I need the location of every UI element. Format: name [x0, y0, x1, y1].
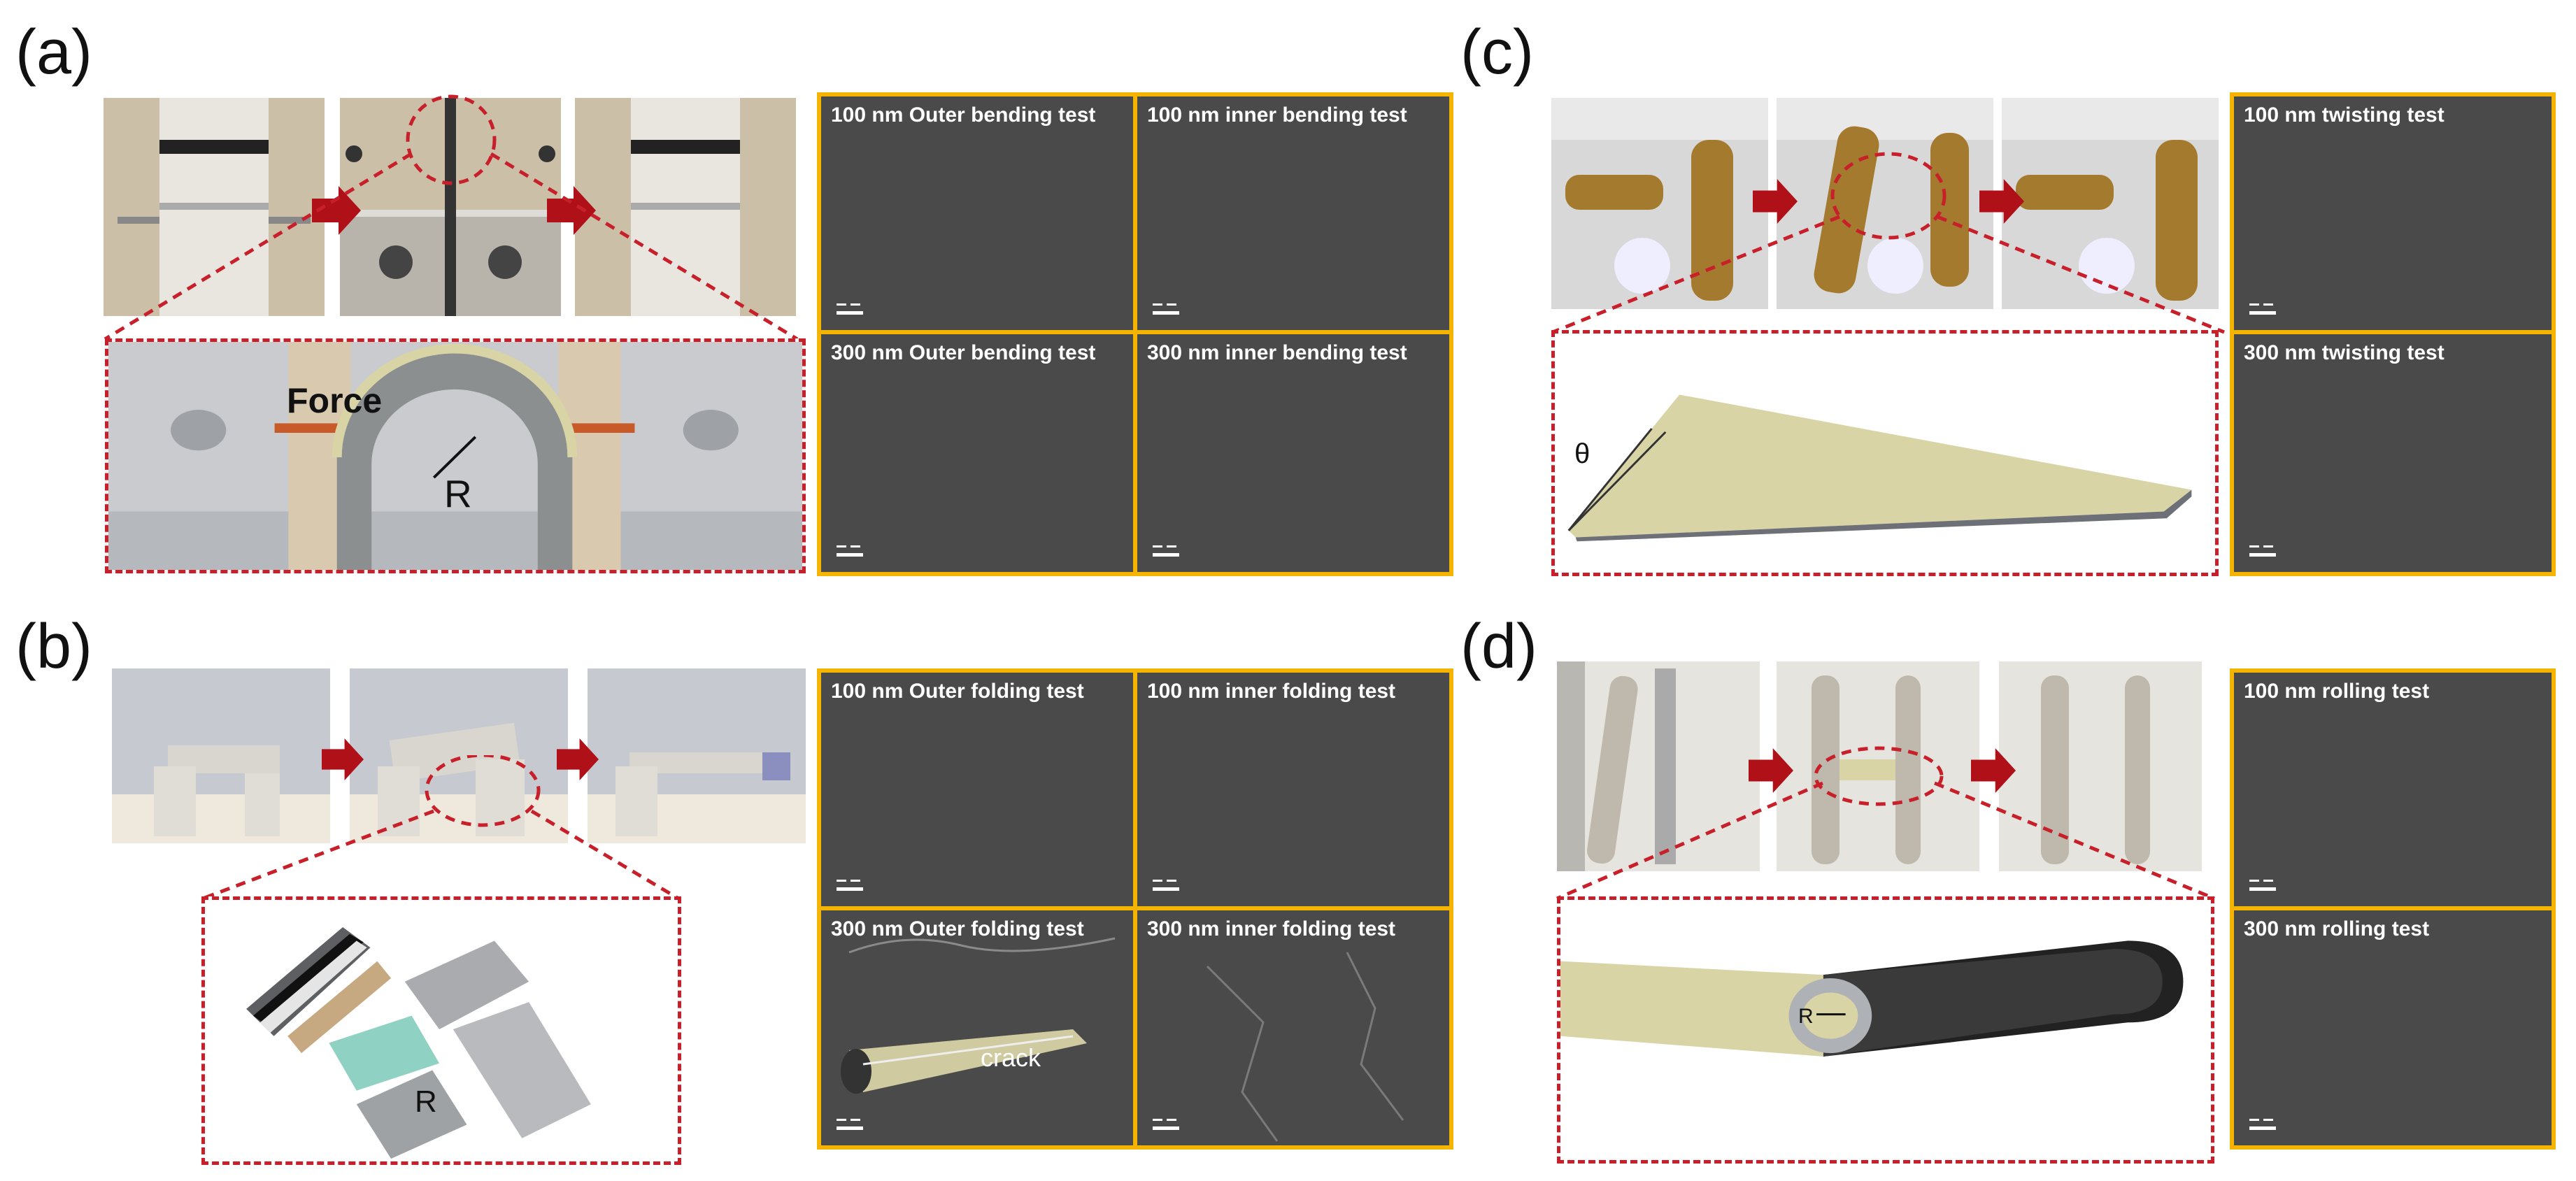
folding-photo-1 — [112, 668, 330, 843]
arrow-right-icon — [1753, 179, 1798, 224]
sem-image: 100 nm inner folding test — [1137, 673, 1449, 906]
rolling-photo-2 — [1777, 661, 1979, 871]
sem-image: 300 nm twisting test — [2234, 334, 2552, 572]
sem-image: 100 nm Outer folding test — [821, 673, 1133, 906]
arrow-right-icon — [1979, 179, 2024, 224]
panel-label-c: (c) — [1460, 17, 1534, 87]
force-label: Force — [287, 381, 383, 420]
arrow-right-icon — [557, 738, 599, 780]
sem-caption: 300 nm rolling test — [2244, 917, 2430, 940]
rolling-zoom-box: R — [1557, 896, 2214, 1164]
arrow-right-icon — [322, 738, 364, 780]
scale-bar — [1153, 545, 1179, 557]
scale-bar — [2249, 303, 2276, 315]
sem-caption: 300 nm twisting test — [2244, 341, 2445, 364]
sem-caption: 100 nm inner folding test — [1147, 680, 1396, 703]
sem-image: 100 nm twisting test — [2234, 96, 2552, 330]
scale-bar — [837, 303, 863, 315]
sem-caption: 100 nm Outer bending test — [831, 103, 1096, 127]
bending-photo-3 — [575, 98, 796, 316]
crack-label: crack — [981, 1043, 1041, 1072]
scale-bar — [1153, 303, 1179, 315]
folding-zoom-box: R — [201, 896, 681, 1165]
sem-caption: 100 nm inner bending test — [1147, 103, 1407, 127]
sem-image: 300 nm Outer bending test — [821, 334, 1133, 572]
folding-photo-2 — [350, 668, 568, 843]
panel-label-a: (a) — [15, 17, 92, 87]
sem-caption: 300 nm inner bending test — [1147, 341, 1407, 364]
sem-caption: 300 nm Outer bending test — [831, 341, 1096, 364]
rolling-photo-1 — [1557, 661, 1760, 871]
twisting-zoom-box: θ — [1551, 330, 2219, 576]
arrow-right-icon — [547, 186, 596, 235]
sem-image: 300 nm inner bending test — [1137, 334, 1449, 572]
scale-bar — [2249, 880, 2276, 891]
scale-bar — [2249, 545, 2276, 557]
bending-photo-1 — [104, 98, 325, 316]
zoom-lines — [1552, 152, 2225, 334]
radius-label: R — [415, 1085, 437, 1119]
rolling-photo-3 — [1999, 661, 2202, 871]
sem-caption: 100 nm twisting test — [2244, 103, 2445, 127]
arrow-right-icon — [1749, 748, 1793, 793]
sem-caption: 100 nm Outer folding test — [831, 680, 1084, 703]
panel-label-b: (b) — [15, 612, 92, 682]
zoom-lines — [202, 755, 680, 901]
sem-caption: 300 nm Outer folding test — [831, 917, 1084, 940]
twisting-photo-1 — [1551, 98, 1768, 309]
arrow-right-icon — [1971, 748, 2016, 793]
arrow-right-icon — [312, 186, 361, 235]
panel-label-d: (d) — [1460, 612, 1537, 682]
bending-photo-2 — [340, 98, 561, 316]
sem-image: 100 nm Outer bending test — [821, 96, 1133, 330]
scale-bar — [837, 880, 863, 891]
theta-label: θ — [1574, 438, 1591, 469]
scale-bar — [1153, 880, 1179, 891]
zoom-lines — [1556, 746, 2215, 901]
sem-caption: 300 nm inner folding test — [1147, 917, 1396, 940]
twisting-photo-2 — [1777, 98, 1993, 309]
sem-image: 300 nm inner folding test — [1137, 910, 1449, 1145]
twisting-photo-3 — [2002, 98, 2219, 309]
sem-image: 100 nm inner bending test — [1137, 96, 1449, 330]
radius-label: R — [444, 472, 472, 515]
twisting-sem-grid: 100 nm twisting test 300 nm twisting tes… — [2230, 92, 2556, 576]
rolling-sem-grid: 100 nm rolling test 300 nm rolling test — [2230, 668, 2556, 1150]
scale-bar — [837, 545, 863, 557]
folding-photo-3 — [588, 668, 806, 843]
zoom-lines — [104, 94, 799, 341]
bending-zoom-box: Force R — [105, 338, 806, 573]
scale-bar — [2249, 1119, 2276, 1130]
sem-caption: 100 nm rolling test — [2244, 680, 2430, 703]
scale-bar — [1153, 1119, 1179, 1130]
radius-label: R — [1798, 1005, 1814, 1028]
folding-sem-grid: 100 nm Outer folding test 100 nm inner f… — [817, 668, 1453, 1150]
bending-sem-grid: 100 nm Outer bending test 100 nm inner b… — [817, 92, 1453, 576]
sem-image: 100 nm rolling test — [2234, 673, 2552, 906]
scale-bar — [837, 1119, 863, 1130]
sem-image: 300 nm Outer folding test crack — [821, 910, 1133, 1145]
sem-image: 300 nm rolling test — [2234, 910, 2552, 1145]
